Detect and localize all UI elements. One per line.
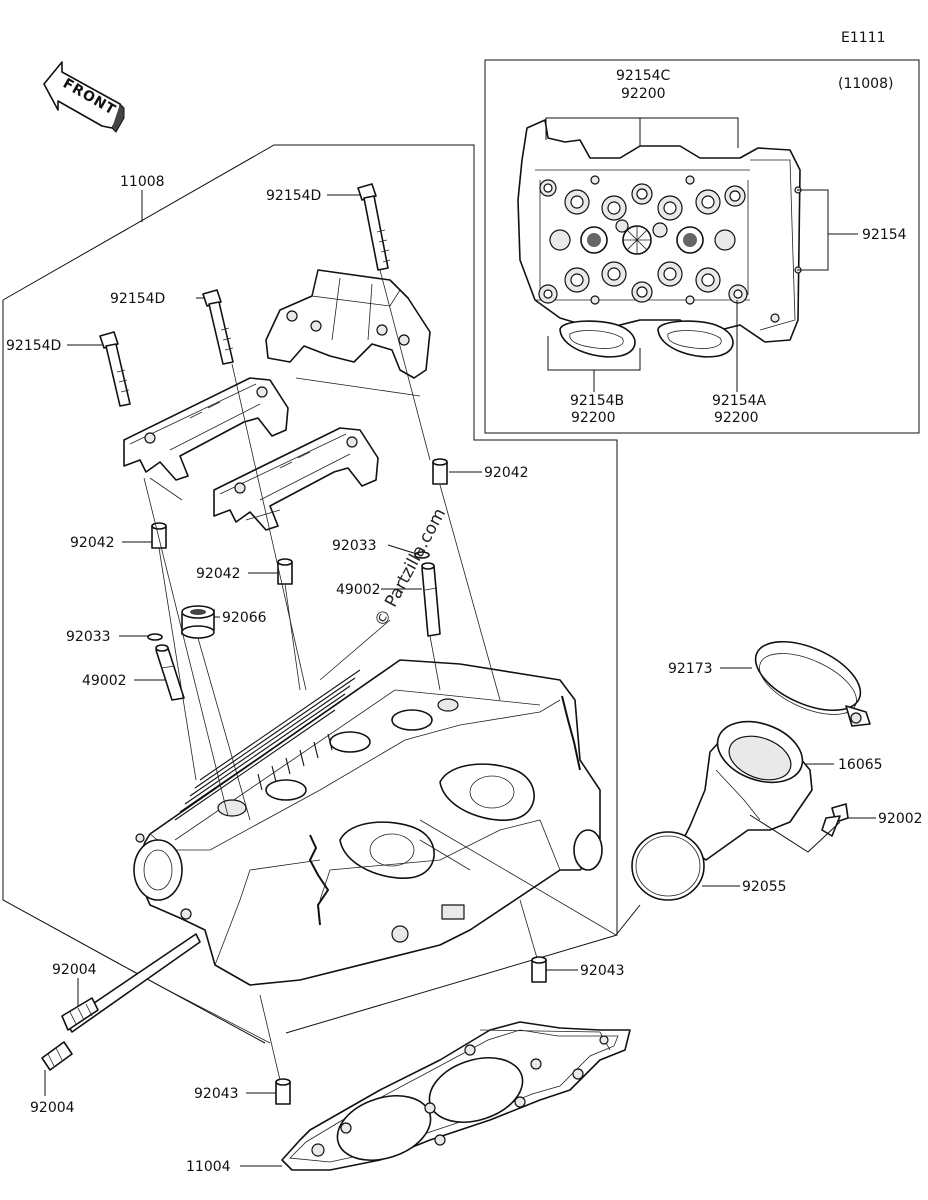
bolt-92154D-left xyxy=(99,331,131,407)
label-49002-left: 49002 xyxy=(82,673,127,689)
dowel-92043-right xyxy=(531,956,547,983)
label-92043-right: 92043 xyxy=(580,963,625,979)
dowel-92042-mid xyxy=(277,558,293,585)
label-92002: 92002 xyxy=(878,811,923,827)
head-gasket-11004 xyxy=(281,1021,631,1171)
label-92033-left: 92033 xyxy=(66,629,111,645)
o-ring-92055 xyxy=(631,831,705,901)
label-92042-right: 92042 xyxy=(484,465,529,481)
label-92200-right: 92200 xyxy=(714,410,759,426)
camshaft-holder-upper xyxy=(265,269,431,379)
label-92200-top: 92200 xyxy=(621,86,666,102)
label-49002-right: 49002 xyxy=(336,582,381,598)
inset-note: (11008) xyxy=(838,76,893,92)
label-92154D-top: 92154D xyxy=(266,188,321,204)
label-92066: 92066 xyxy=(222,610,267,626)
oil-seal-92066 xyxy=(181,605,215,639)
front-arrow-icon: FRONT xyxy=(43,61,125,133)
label-92154C: 92154C xyxy=(616,68,671,84)
label-92055: 92055 xyxy=(742,879,787,895)
clip-92033-right xyxy=(414,551,430,559)
bolt-92154D-top xyxy=(357,183,391,271)
inset-panel: (11008) xyxy=(484,59,920,434)
dowel-92042-right xyxy=(432,458,448,485)
label-11004: 11004 xyxy=(186,1159,231,1175)
clamp-92173 xyxy=(754,640,871,727)
label-92154D-mid: 92154D xyxy=(110,291,165,307)
stud-92004-upper xyxy=(61,933,201,1033)
dowel-92042-left xyxy=(151,522,167,549)
diagram-code: E1111 xyxy=(841,30,885,46)
label-92154A: 92154A xyxy=(712,393,767,409)
label-16065: 16065 xyxy=(838,757,883,773)
label-11008: 11008 xyxy=(120,174,165,190)
dowel-92043-left xyxy=(275,1078,291,1105)
label-92033-right: 92033 xyxy=(332,538,377,554)
bolt-92002 xyxy=(821,803,849,837)
label-92154B: 92154B xyxy=(570,393,624,409)
leader-lines xyxy=(44,190,876,1167)
label-92200-left: 92200 xyxy=(571,410,616,426)
camshaft-cap-right xyxy=(213,427,379,531)
camshaft-cap-left xyxy=(123,377,289,481)
label-92004-upper: 92004 xyxy=(52,962,97,978)
label-92004-lower: 92004 xyxy=(30,1100,75,1116)
stud-92004-lower xyxy=(41,1041,73,1071)
label-92043-left: 92043 xyxy=(194,1086,239,1102)
valve-guide-49002-right xyxy=(421,562,441,637)
label-92154D-left: 92154D xyxy=(6,338,61,354)
clip-92033-left xyxy=(147,633,163,641)
cylinder-head xyxy=(133,659,603,986)
label-92173: 92173 xyxy=(668,661,713,677)
intake-holder-16065 xyxy=(681,720,813,861)
label-92154: 92154 xyxy=(862,227,907,243)
bolt-92154D-mid xyxy=(202,289,234,365)
label-92042-mid: 92042 xyxy=(196,566,241,582)
valve-guide-49002-left xyxy=(155,644,185,701)
label-92042-left: 92042 xyxy=(70,535,115,551)
